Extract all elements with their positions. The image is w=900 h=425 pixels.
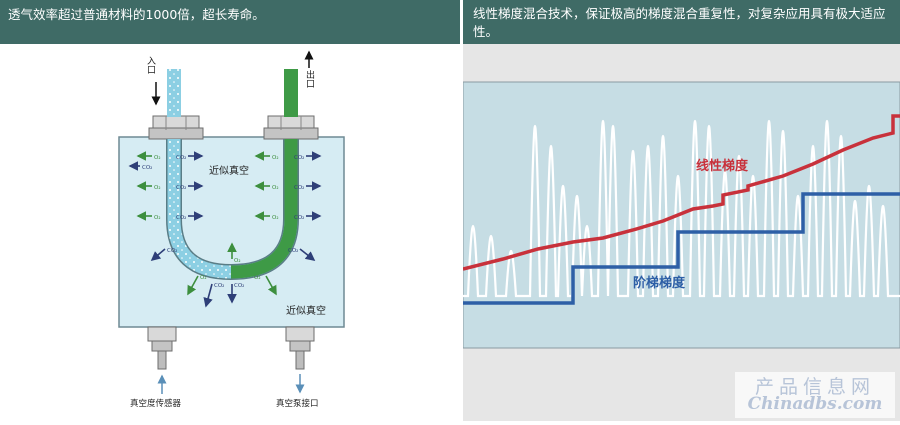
co2-molecule-label: CO₂ (288, 248, 298, 254)
watermark: 产品信息网 Chinadbs.com (735, 372, 895, 418)
o2-molecule-label: O₂ (272, 215, 279, 221)
o2-molecule-label: O₂ (154, 215, 161, 221)
co2-arrow (203, 283, 213, 308)
o2-molecule-label: O₂ (154, 185, 161, 191)
co2-molecule-label: CO₂ (176, 185, 186, 191)
o2-molecule-label: O₂ (254, 275, 261, 281)
outlet-fitting (263, 115, 319, 140)
co2-molecule-label: CO₂ (294, 185, 304, 191)
o2-molecule-label: O₂ (272, 185, 279, 191)
pump-fitting (285, 326, 315, 370)
inlet-bubbles (167, 69, 181, 117)
o2-molecule-label: O₂ (154, 155, 161, 161)
o2-molecule-label: O₂ (234, 258, 241, 264)
vacuum-label-bottom: 近似真空 (286, 304, 326, 317)
header-right: 线性梯度混合技术，保证极高的梯度混合重复性，对复杂应用具有极大适应性。 (463, 0, 900, 44)
o2-arrow (187, 275, 199, 296)
header-left: 透气效率超过普通材料的1000倍，超长寿命。 (0, 0, 460, 44)
co2-molecule-label: CO₂ (176, 155, 186, 161)
header-divider (460, 0, 463, 44)
chromatogram-peaks (463, 119, 900, 298)
o2-arrow (265, 275, 277, 296)
o2-molecule-label: O₂ (272, 155, 279, 161)
co2-molecule-label: CO₂ (176, 215, 186, 221)
inlet-label: 入口 (145, 56, 156, 74)
header-right-text: 线性梯度混合技术，保证极高的梯度混合重复性，对复杂应用具有极大适应性。 (473, 6, 886, 39)
o2-molecule-label: O₂ (200, 275, 207, 281)
step-gradient-label: 阶梯梯度 (633, 275, 686, 291)
co2-molecule-label: CO₂ (234, 283, 244, 289)
co2-arrow (150, 248, 166, 262)
co2-molecule-label: CO₂ (214, 283, 224, 289)
co2-molecule-label: CO₂ (142, 165, 152, 171)
outlet-label: 出口 (304, 69, 315, 88)
inlet-fitting (148, 115, 204, 140)
outlet-tube (284, 69, 298, 117)
co2-molecule-label: CO₂ (167, 248, 177, 254)
vacuum-label-top: 近似真空 (209, 164, 249, 177)
gradient-chart: 线性梯度 阶梯梯度 (462, 81, 900, 349)
linear-gradient-line (462, 114, 900, 271)
header-left-text: 透气效率超过普通材料的1000倍，超长寿命。 (8, 7, 265, 22)
co2-molecule-label: CO₂ (294, 215, 304, 221)
pump-label: 真空泵接口 (276, 398, 319, 409)
watermark-line2: Chinadbs.com (747, 394, 883, 414)
sensor-fitting (147, 326, 177, 370)
co2-arrow (299, 248, 316, 261)
linear-gradient-label: 线性梯度 (696, 158, 749, 174)
co2-molecule-label: CO₂ (294, 155, 304, 161)
step-gradient-line (463, 192, 900, 305)
sensor-label: 真空度传感器 (130, 398, 182, 409)
watermark-line1: 产品信息网 (754, 376, 875, 398)
gradient-chart-panel: 线性梯度 阶梯梯度 (462, 44, 900, 421)
